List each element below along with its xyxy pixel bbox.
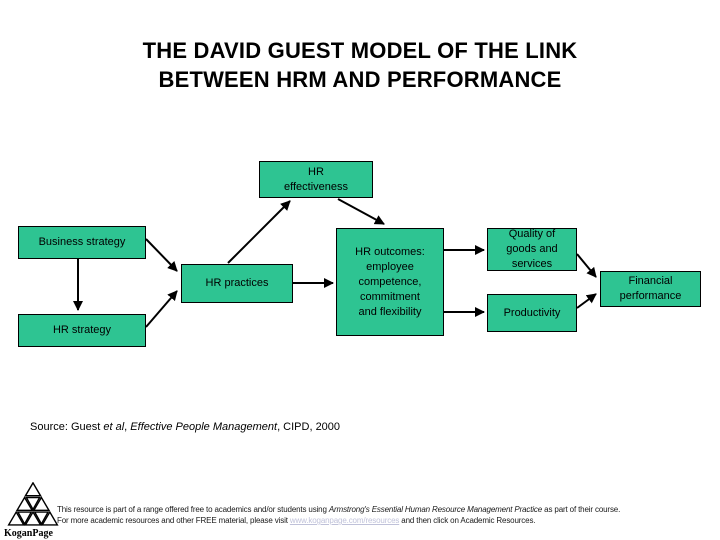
box-quality-goods-services: Quality of goods and services bbox=[487, 228, 577, 271]
arrow-effectiveness-to-outcomes bbox=[337, 198, 385, 225]
footer-line1-pre: This resource is part of a range offered… bbox=[57, 505, 329, 514]
arrow-quality-to-financial bbox=[576, 253, 597, 278]
footer-line2-post: and then click on Academic Resources. bbox=[399, 516, 536, 525]
arrow-practices-to-effectiveness bbox=[227, 200, 291, 264]
arrow-business-to-practices bbox=[145, 238, 178, 272]
footer-line2: For more academic resources and other FR… bbox=[57, 515, 620, 526]
box-business-strategy: Business strategy bbox=[18, 226, 146, 259]
source-book-title: Effective People Management bbox=[130, 421, 278, 433]
koganpage-resources-link[interactable]: www.koganpage.com/resources bbox=[289, 516, 400, 525]
source-suffix: , CIPD, 2000 bbox=[277, 421, 341, 433]
box-hr-outcomes: HR outcomes: employee competence, commit… bbox=[336, 228, 444, 336]
footer-book-title: Armstrong's Essential Human Resource Man… bbox=[328, 505, 543, 514]
footer-line1: This resource is part of a range offered… bbox=[57, 504, 620, 515]
box-productivity: Productivity bbox=[487, 294, 577, 332]
arrow-hr-strategy-to-practices bbox=[145, 290, 178, 328]
slide-title-line2: BETWEEN HRM AND PERFORMANCE bbox=[158, 67, 562, 92]
slide-title-line1: THE DAVID GUEST MODEL OF THE LINK bbox=[142, 38, 578, 63]
source-citation: Source: Guest et al, Effective People Ma… bbox=[30, 421, 340, 433]
box-hr-strategy: HR strategy bbox=[18, 314, 146, 347]
footer-disclaimer: This resource is part of a range offered… bbox=[57, 504, 620, 526]
footer-line2-pre: For more academic resources and other FR… bbox=[57, 516, 290, 525]
slide-title: THE DAVID GUEST MODEL OF THE LINK BETWEE… bbox=[0, 36, 720, 94]
box-financial-performance: Financial performance bbox=[600, 271, 701, 307]
box-hr-practices: HR practices bbox=[181, 264, 293, 303]
box-hr-effectiveness: HR effectiveness bbox=[259, 161, 373, 198]
source-prefix: Source: Guest bbox=[30, 421, 104, 433]
koganpage-logo-text: KoganPage bbox=[4, 528, 53, 539]
source-separator: , bbox=[124, 421, 131, 433]
source-etal: et al bbox=[103, 421, 125, 433]
koganpage-logo-icon bbox=[7, 482, 59, 526]
arrow-productivity-to-financial bbox=[576, 293, 597, 309]
footer-line1-post: as part of their course. bbox=[542, 505, 621, 514]
